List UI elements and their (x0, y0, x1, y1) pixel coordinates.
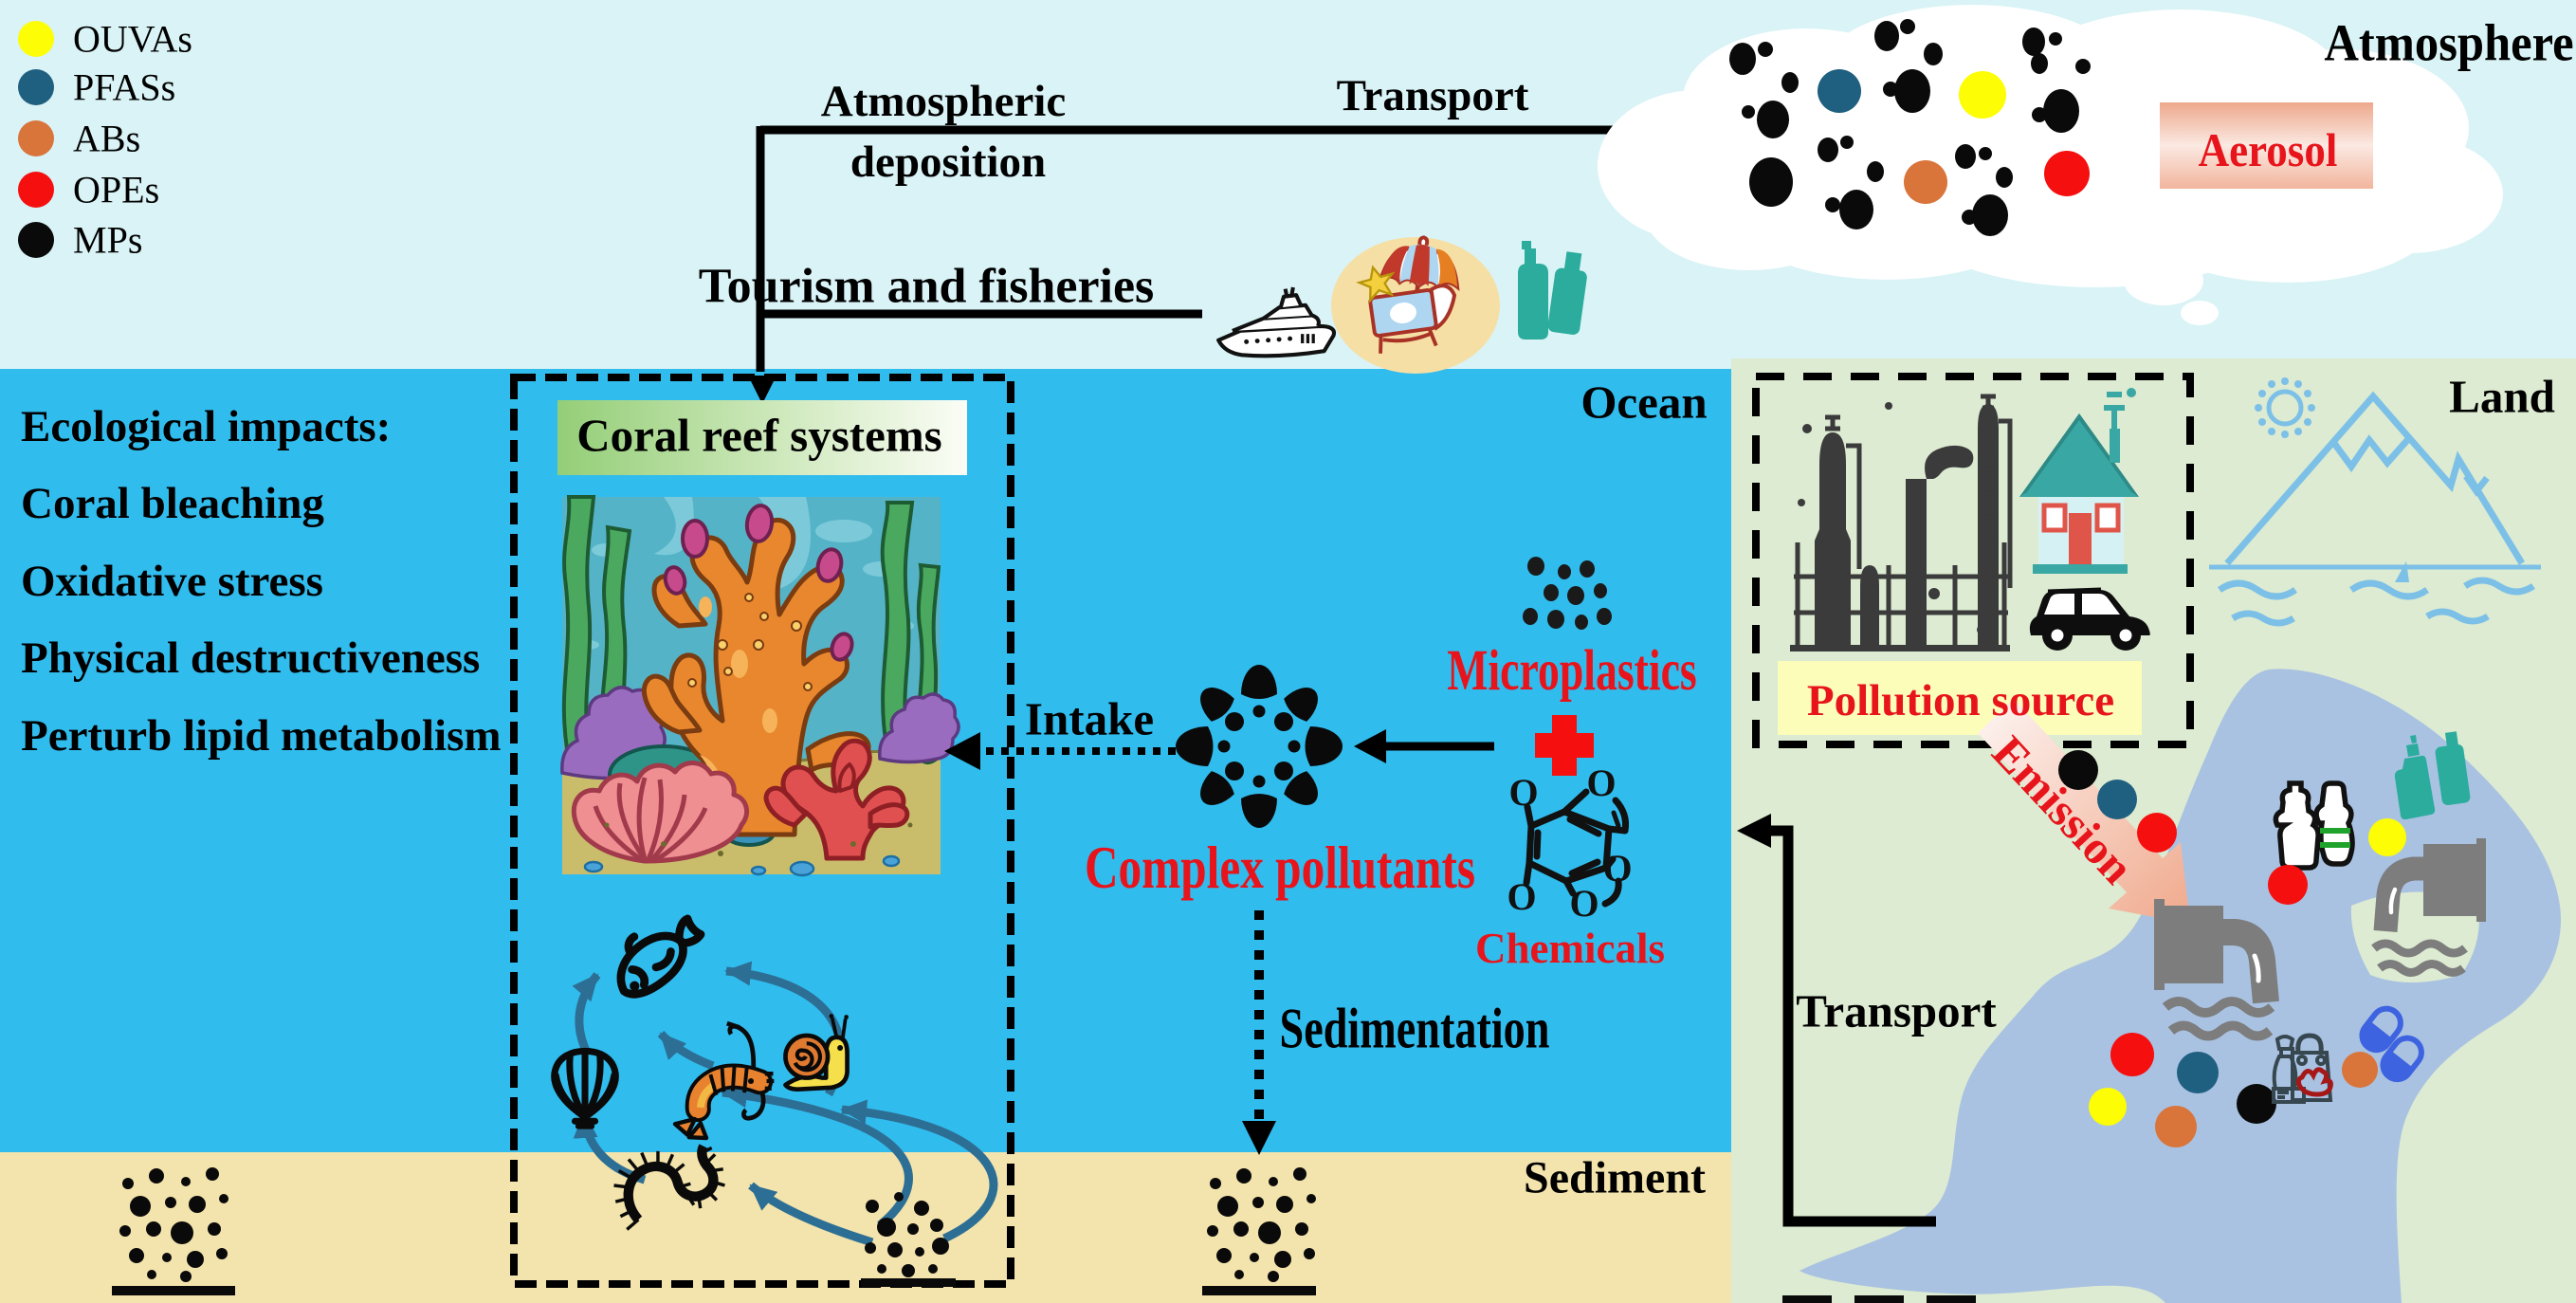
svg-text:O: O (1586, 762, 1616, 804)
svg-text:O: O (1508, 771, 1538, 814)
svg-text:O: O (1507, 875, 1536, 918)
svg-text:O: O (1602, 847, 1632, 890)
svg-text:O: O (1569, 882, 1599, 925)
